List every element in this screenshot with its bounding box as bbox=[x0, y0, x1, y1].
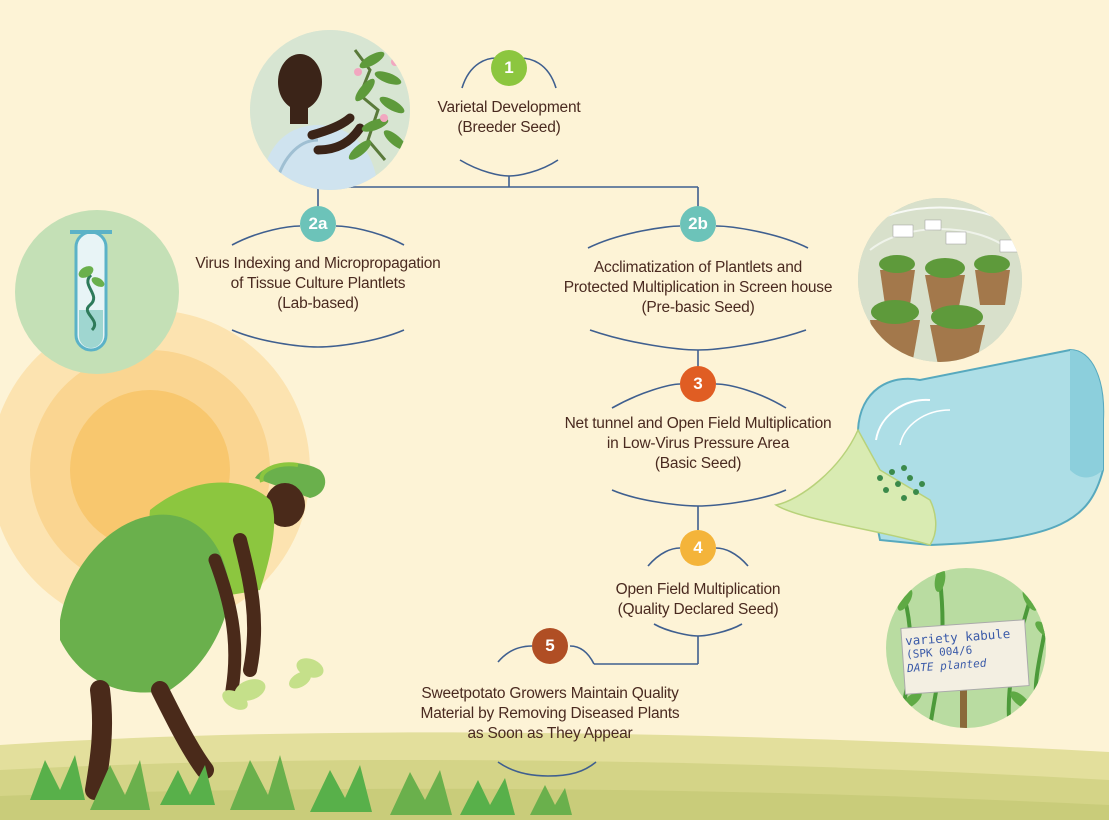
step-badge-1: 1 bbox=[491, 50, 527, 86]
step-badge-2a: 2a bbox=[300, 206, 336, 242]
breeder-illustration bbox=[250, 30, 410, 190]
step-5-text: Sweetpotato Growers Maintain Quality Mat… bbox=[380, 684, 720, 744]
step-2a-text: Virus Indexing and Micropropagation of T… bbox=[160, 254, 476, 314]
step-badge-4: 4 bbox=[680, 530, 716, 566]
step-3-text: Net tunnel and Open Field Multiplication… bbox=[526, 414, 870, 474]
step-4-text: Open Field Multiplication (Quality Decla… bbox=[568, 580, 828, 620]
step-4-line-2: (Quality Declared Seed) bbox=[617, 601, 779, 618]
step-2b-line-3: (Pre-basic Seed) bbox=[641, 299, 755, 316]
step-2b-text: Acclimatization of Plantlets and Protect… bbox=[530, 258, 866, 318]
step-2a-line-2: of Tissue Culture Plantlets bbox=[230, 275, 406, 292]
step-3-line-1: Net tunnel and Open Field Multiplication bbox=[564, 415, 832, 432]
net-tunnel-illustration bbox=[774, 348, 1105, 547]
step-5-line-1: Sweetpotato Growers Maintain Quality bbox=[421, 685, 679, 702]
tissue-culture-tube-illustration bbox=[15, 210, 179, 374]
variety-sign-text: variety kabule (SPK 004/6 DATE planted bbox=[905, 626, 1028, 676]
step-5-line-3: as Soon as They Appear bbox=[467, 725, 633, 742]
step-1-line-1: Varietal Development bbox=[437, 99, 581, 116]
step-badge-5: 5 bbox=[532, 628, 568, 664]
step-2b-line-2: Protected Multiplication in Screen house bbox=[563, 279, 833, 296]
step-1-line-2: (Breeder Seed) bbox=[457, 119, 561, 136]
step-badge-3: 3 bbox=[680, 366, 716, 402]
step-badge-2b: 2b bbox=[680, 206, 716, 242]
step-1-text: Varietal Development (Breeder Seed) bbox=[409, 98, 609, 138]
step-2a-line-1: Virus Indexing and Micropropagation bbox=[195, 255, 441, 272]
farmer-illustration bbox=[60, 462, 326, 800]
step-3-line-3: (Basic Seed) bbox=[654, 455, 742, 472]
step-5-line-2: Material by Removing Diseased Plants bbox=[420, 705, 680, 722]
step-4-line-1: Open Field Multiplication bbox=[615, 581, 781, 598]
step-2b-line-1: Acclimatization of Plantlets and bbox=[593, 259, 803, 276]
step-2a-line-3: (Lab-based) bbox=[277, 295, 359, 312]
foreground-plants bbox=[30, 755, 572, 815]
step-3-line-2: in Low-Virus Pressure Area bbox=[606, 435, 790, 452]
screenhouse-pots-illustration bbox=[858, 198, 1022, 362]
